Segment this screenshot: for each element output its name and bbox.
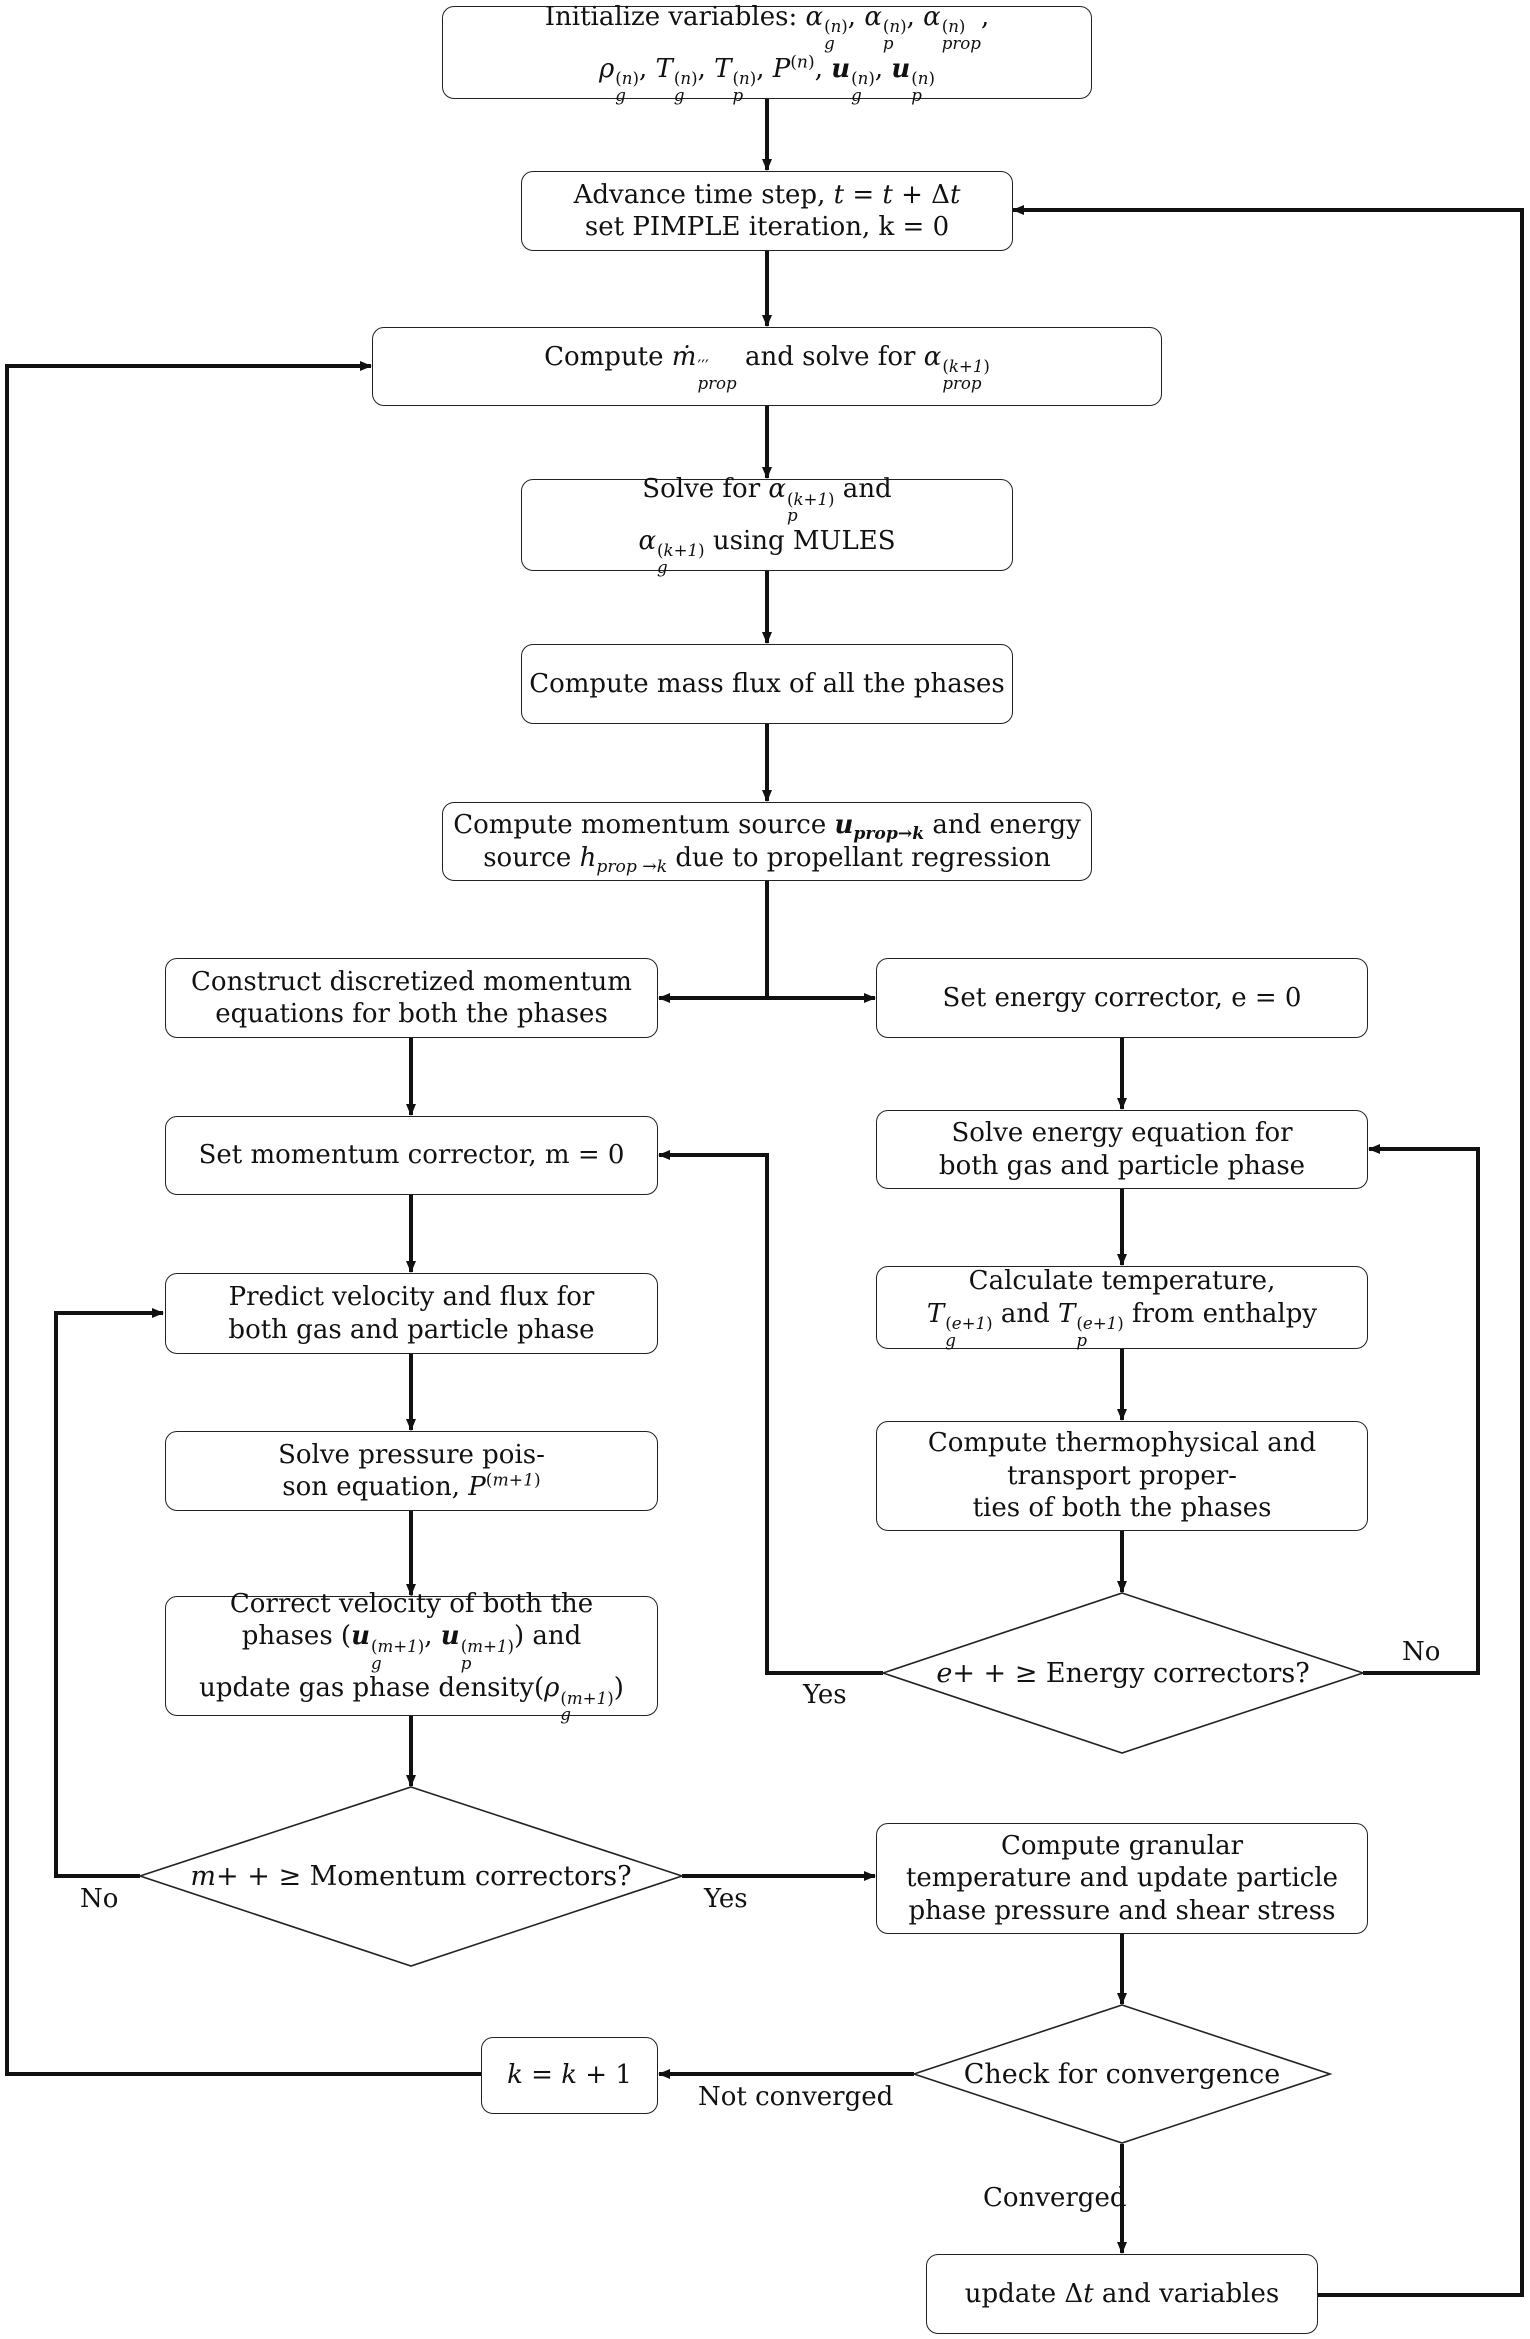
arrow-energy-yes-to-set-momentum: [658, 1150, 883, 1675]
thermo-box: Compute thermophysical and transport pro…: [876, 1421, 1368, 1531]
pressure-box: Solve pressure pois- son equation, P(m+1…: [165, 1431, 658, 1511]
no-energy-label: No: [1402, 1637, 1441, 1667]
momentum-decision-text: m + + ≥ Momentum correctors?: [190, 1860, 632, 1892]
pressure-line-1: Solve pressure pois-: [278, 1439, 545, 1470]
construct-line-2: equations for both the phases: [215, 999, 608, 1029]
energy-decision-text: e + + ≥ Energy correctors?: [936, 1657, 1310, 1689]
thermo-line-3: ties of both the phases: [972, 1493, 1272, 1524]
compute-mdot-box: Compute ṁ′′′prop and solve for α(k+1)pro…: [372, 327, 1162, 406]
arrow-update-loop-to-advance: [1012, 205, 1524, 2297]
granular-line-3: phase pressure and shear stress: [908, 1895, 1336, 1926]
construct-line-1: Construct discretized momentum: [191, 966, 632, 997]
convergence-decision-shape: [911, 2004, 1333, 2144]
granular-box: Compute granular temperature and update …: [876, 1823, 1368, 1934]
energy-decision-shape: [880, 1592, 1366, 1754]
arrow-momentum-no-loop: [54, 1308, 164, 1878]
set-momentum-box: Set momentum corrector, m = 0: [165, 1116, 658, 1195]
yes-energy-label: Yes: [803, 1680, 847, 1710]
thermo-line-2: transport proper-: [1007, 1460, 1237, 1491]
converged-label: Converged: [983, 2183, 1127, 2213]
solve-alpha-box: Solve for α(k+1)p and α(k+1)g using MULE…: [521, 474, 1013, 576]
set-momentum-line-1: Set momentum corrector, m = 0: [198, 1140, 625, 1171]
construct-box: Construct discretized momentum equations…: [165, 958, 658, 1038]
advance-line-1: Advance time step, t = t + Δt: [573, 179, 961, 210]
set-energy-box: Set energy corrector, e = 0: [876, 958, 1368, 1038]
advance-line-2: set PIMPLE iteration, k = 0: [584, 212, 950, 242]
no-momentum-label: No: [80, 1884, 119, 1914]
update-text: update Δt and variables: [964, 2278, 1280, 2309]
init-box: Initialize variables: α(n)g, α(n)p, α(n)…: [442, 2, 1092, 103]
momentum-source-line-2: source hprop →k due to propellant regres…: [483, 842, 1051, 877]
k-increment-text: k = k + 1: [507, 2060, 632, 2091]
compute-mdot-line-1: Compute ṁ′′′prop and solve for α(k+1)pro…: [544, 341, 990, 393]
calc-temp-line-1: Calculate temperature,: [968, 1266, 1276, 1297]
correct-velocity-line-1: Correct velocity of both the: [229, 1588, 594, 1619]
correct-velocity-line-3: update gas phase density(ρ(m+1)g): [199, 1673, 624, 1725]
correct-velocity-line-2: phases (u(m+1)g, u(m+1)p) and: [241, 1621, 582, 1673]
calc-temp-line-2: T(e+1)g and T(e+1)p from enthalpy: [926, 1298, 1318, 1350]
predict-line-2: both gas and particle phase: [228, 1314, 595, 1345]
k-increment-box: k = k + 1: [481, 2037, 658, 2114]
init-line-2: ρ(n)g, T(n)g, T(n)p, P(n), u(n)g, u(n)p: [598, 51, 935, 105]
solve-alpha-line-2: α(k+1)g using MULES: [638, 526, 896, 578]
convergence-decision-text: Check for convergence: [963, 2058, 1281, 2090]
predict-box: Predict velocity and flux for both gas a…: [165, 1273, 658, 1354]
thermo-line-1: Compute thermophysical and: [927, 1428, 1317, 1459]
granular-line-1: Compute granular: [1001, 1830, 1243, 1861]
correct-velocity-box: Correct velocity of both the phases (u(m…: [165, 1589, 658, 1723]
mass-flux-box: Compute mass flux of all the phases: [521, 644, 1013, 724]
momentum-source-box: Compute momentum source uprop→k and ener…: [442, 802, 1092, 881]
mass-flux-line-1: Compute mass flux of all the phases: [529, 668, 1005, 699]
solve-energy-line-2: both gas and particle phase: [938, 1150, 1306, 1181]
momentum-decision-shape: [137, 1786, 685, 1967]
solve-energy-box: Solve energy equation for both gas and p…: [876, 1110, 1368, 1189]
arrow-energy-no-loop: [1363, 1144, 1480, 1675]
predict-line-1: Predict velocity and flux for: [228, 1282, 595, 1312]
update-box: update Δt and variables: [926, 2254, 1318, 2334]
set-energy-line-1: Set energy corrector, e = 0: [942, 982, 1302, 1013]
arrow-k-loop-to-compute: [5, 361, 481, 2076]
granular-line-2: temperature and update particle: [905, 1863, 1339, 1894]
not-converged-label: Not converged: [698, 2082, 894, 2112]
yes-momentum-label: Yes: [704, 1884, 748, 1914]
solve-alpha-line-1: Solve for α(k+1)p and: [642, 474, 892, 526]
advance-box: Advance time step, t = t + Δt set PIMPLE…: [521, 171, 1013, 251]
init-line-1: Initialize variables: α(n)g, α(n)p, α(n)…: [544, 1, 990, 53]
calc-temp-box: Calculate temperature, T(e+1)g and T(e+1…: [876, 1266, 1368, 1349]
solve-energy-line-1: Solve energy equation for: [951, 1118, 1293, 1148]
pressure-line-2: son equation, P(m+1): [282, 1470, 541, 1502]
momentum-source-line-1: Compute momentum source uprop→k and ener…: [453, 810, 1081, 845]
